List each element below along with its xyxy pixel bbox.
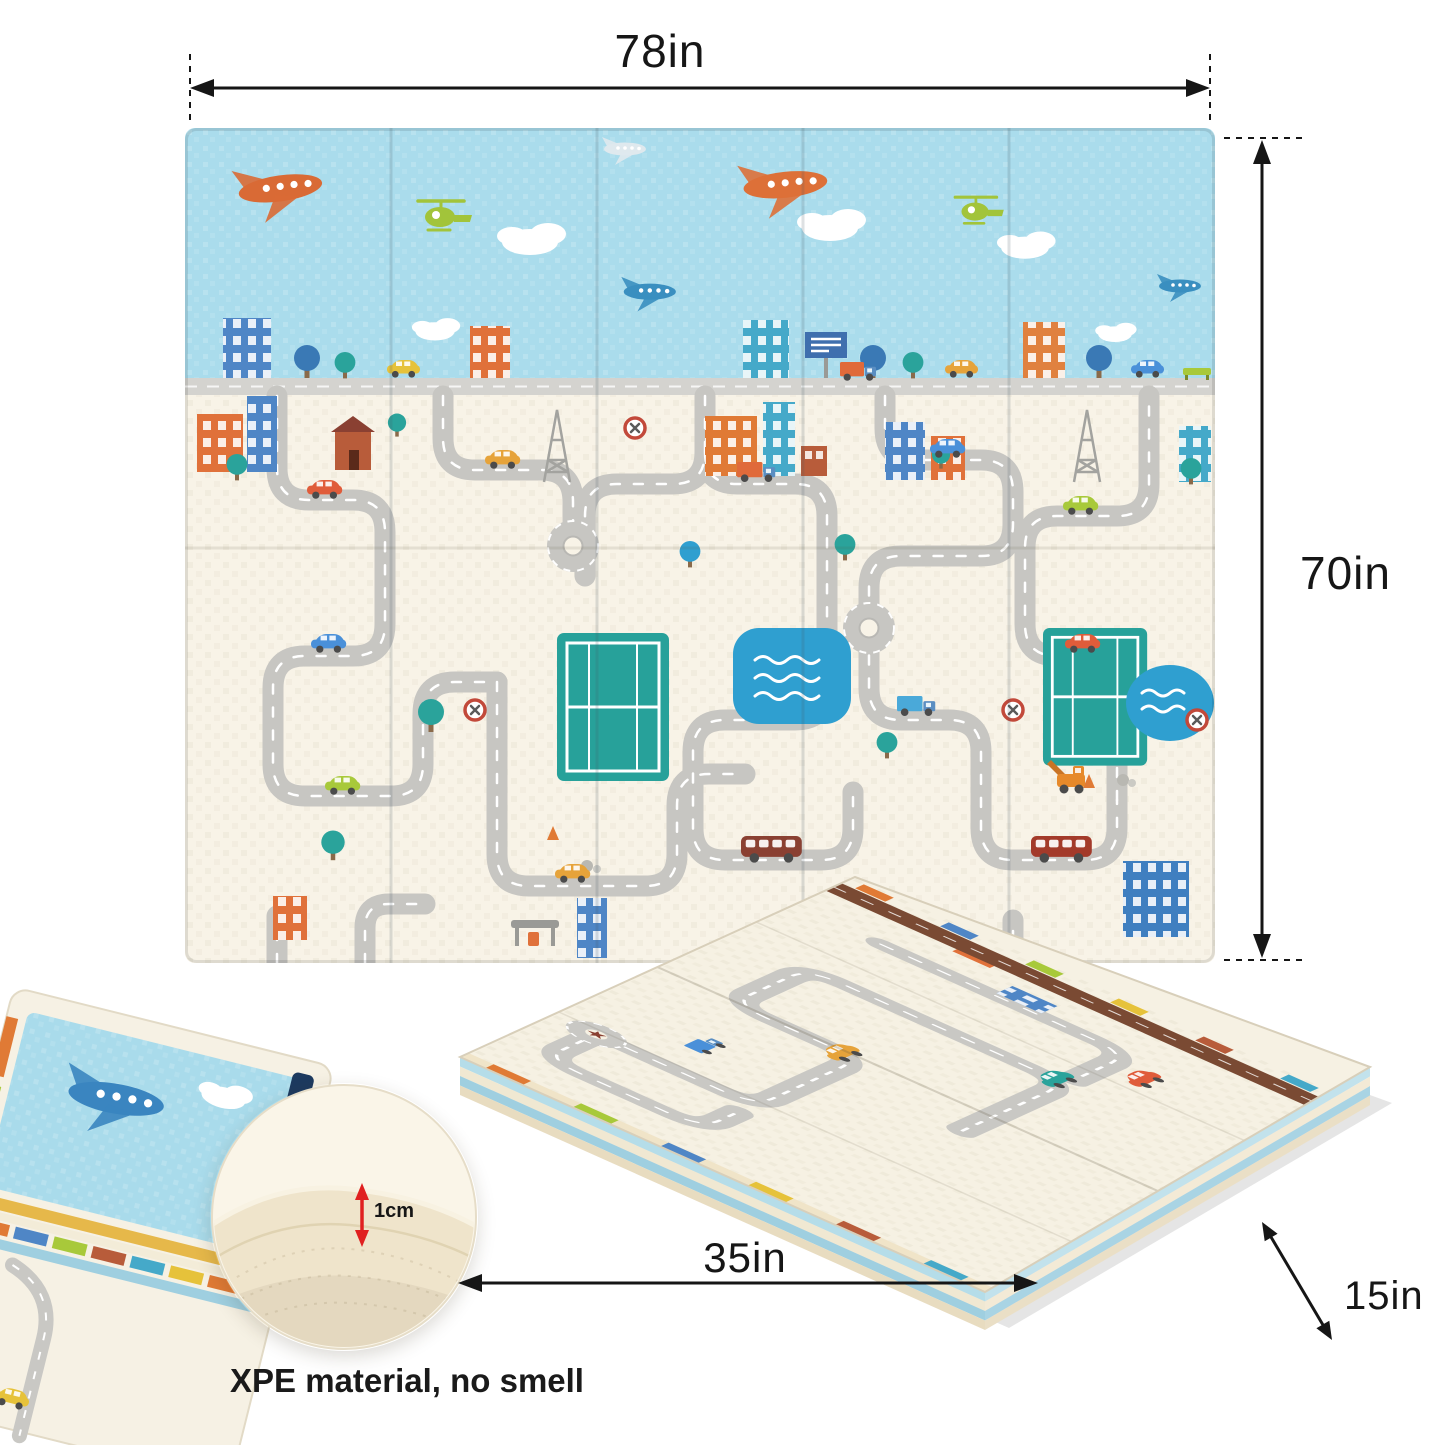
- play-mat-illustration: [185, 128, 1215, 963]
- width-dimension-label: 78in: [614, 25, 706, 77]
- folded-length-dimension-label: 35in: [703, 1234, 787, 1281]
- tennis-court-icon: [555, 631, 671, 783]
- fold-lines: [185, 128, 1215, 963]
- folded-side-layers: [460, 1057, 1370, 1330]
- pool-icon: [733, 628, 851, 724]
- horizon-building: [223, 318, 1211, 380]
- height-dimension-label: 70in: [1300, 547, 1391, 599]
- pattern-strip: [0, 1216, 243, 1295]
- folded-mat-illustration: [457, 875, 1392, 1330]
- folded-depth-dimension-label: 15in: [1344, 1274, 1424, 1318]
- pattern-strip: [855, 884, 1319, 1092]
- sky-section: [185, 128, 1215, 378]
- height-dimension-arrow: [1224, 137, 1304, 961]
- material-note: XPE material, no smell: [230, 1362, 584, 1399]
- thickness-label: 1cm: [374, 1200, 415, 1222]
- roundabout-icon: [842, 601, 896, 655]
- horizon-street: [185, 318, 1215, 395]
- roundabout-icon: [546, 519, 600, 573]
- thickness-closeup: [210, 1083, 478, 1351]
- roundabout-icon: [565, 1020, 627, 1049]
- thickness-arrow: [355, 1183, 369, 1247]
